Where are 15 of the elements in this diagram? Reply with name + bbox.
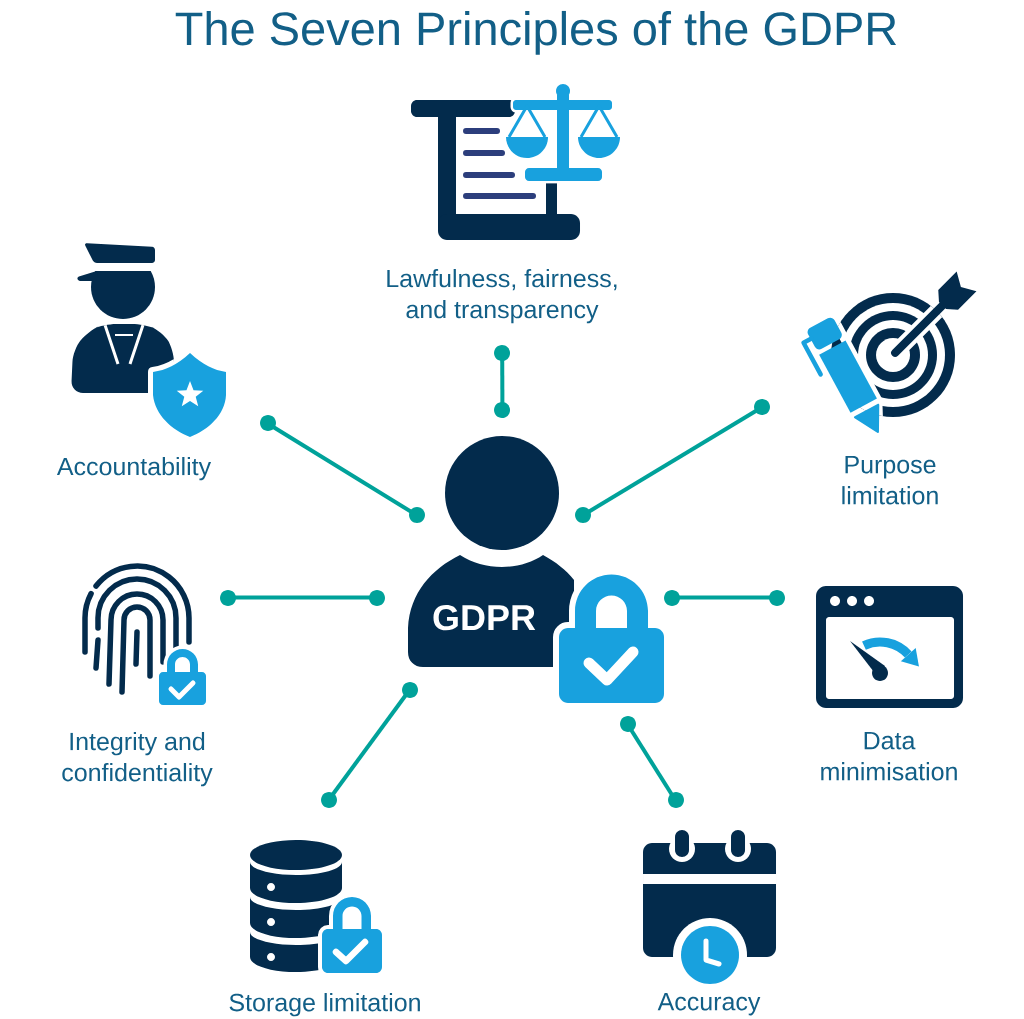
principle-label: Accountability bbox=[56, 457, 212, 481]
principle-label: Data minimisation bbox=[821, 732, 957, 781]
connector bbox=[664, 590, 785, 606]
principle-label: Integrity and confidentiality bbox=[62, 732, 213, 787]
principle-label: Lawfulness, fairness, and transparency bbox=[387, 269, 617, 324]
connector bbox=[494, 345, 510, 418]
connector bbox=[321, 682, 418, 808]
title: The Seven Principles of the GDPR bbox=[175, 10, 897, 55]
principle-label: Storage limitation bbox=[229, 993, 420, 1017]
principle-label: Purpose limitation bbox=[842, 456, 938, 505]
connector bbox=[575, 399, 770, 523]
principle-label: Accuracy bbox=[657, 993, 761, 1016]
connector bbox=[220, 590, 385, 606]
connector bbox=[260, 415, 425, 523]
connector bbox=[620, 716, 684, 808]
